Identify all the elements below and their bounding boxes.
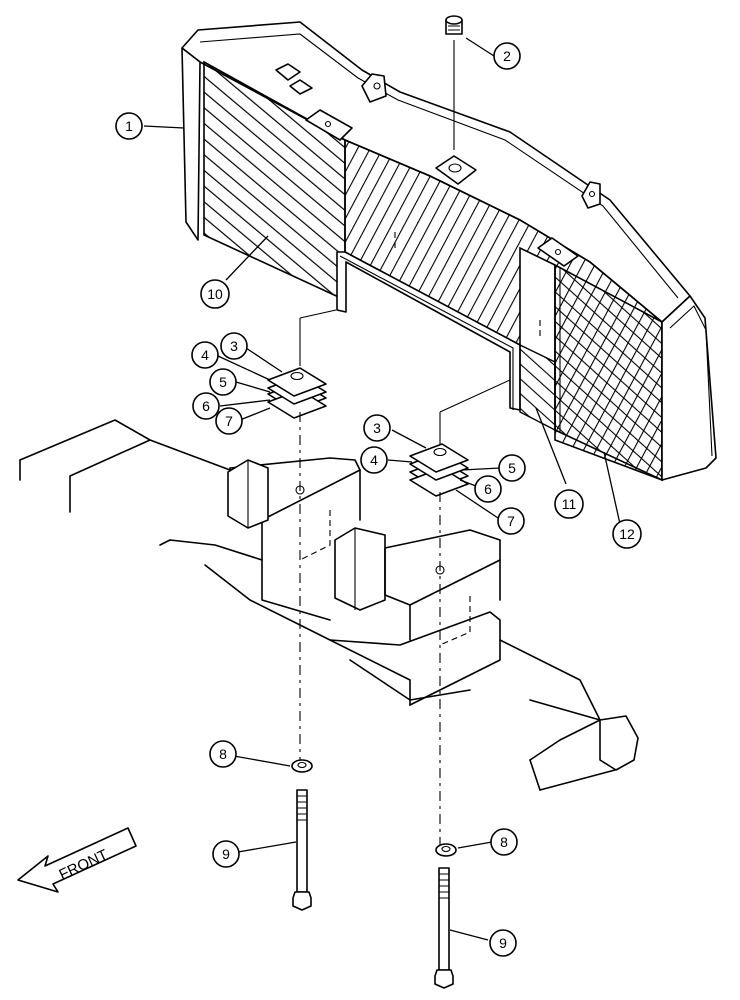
svg-text:4: 4 — [370, 452, 378, 468]
svg-text:5: 5 — [508, 460, 516, 476]
svg-text:9: 9 — [222, 846, 230, 862]
callout-2: 2 — [493, 42, 521, 70]
callout-7: 7 — [215, 407, 243, 435]
svg-text:9: 9 — [499, 935, 507, 951]
callout-9: 9 — [489, 929, 517, 957]
washer-left — [291, 759, 313, 773]
callout-11: 11 — [554, 489, 584, 519]
bolt-right — [434, 867, 454, 989]
svg-text:6: 6 — [484, 481, 492, 497]
svg-text:8: 8 — [219, 746, 227, 762]
svg-text:4: 4 — [201, 347, 209, 363]
svg-text:6: 6 — [202, 398, 210, 414]
plug-part-2 — [445, 15, 463, 150]
svg-text:2: 2 — [503, 48, 511, 64]
washer-right — [435, 843, 457, 857]
hatched-panel-11 — [519, 343, 556, 432]
svg-text:5: 5 — [219, 374, 227, 390]
callout-6: 6 — [474, 475, 502, 503]
callout-4: 4 — [191, 341, 219, 369]
counterweight — [181, 21, 717, 482]
callout-8: 8 — [209, 740, 237, 768]
callout-3: 3 — [220, 332, 248, 360]
bolt-left — [292, 789, 312, 911]
svg-text:3: 3 — [230, 338, 238, 354]
callout-8: 8 — [490, 828, 518, 856]
bolt-axis-lines — [299, 412, 441, 845]
callout-4: 4 — [360, 446, 388, 474]
shim-stack-left — [267, 309, 337, 419]
leader-lines — [143, 37, 621, 941]
callout-3: 3 — [363, 414, 391, 442]
callout-5: 5 — [498, 454, 526, 482]
callout-5: 5 — [209, 368, 237, 396]
shim-stack-right — [409, 379, 511, 497]
callout-6: 6 — [192, 392, 220, 420]
front-direction-arrow: FRONT — [17, 827, 137, 893]
svg-text:7: 7 — [225, 413, 233, 429]
callout-9: 9 — [212, 840, 240, 868]
callout-7: 7 — [497, 507, 525, 535]
svg-text:3: 3 — [373, 420, 381, 436]
svg-text:12: 12 — [619, 526, 635, 542]
svg-text:1: 1 — [125, 118, 133, 134]
callout-1: 1 — [115, 112, 143, 140]
svg-text:10: 10 — [207, 286, 223, 302]
callout-12: 12 — [612, 519, 642, 549]
svg-text:8: 8 — [500, 834, 508, 850]
callout-10: 10 — [200, 279, 230, 309]
svg-text:11: 11 — [562, 496, 577, 512]
svg-text:7: 7 — [507, 513, 515, 529]
machine-frame — [19, 419, 639, 791]
